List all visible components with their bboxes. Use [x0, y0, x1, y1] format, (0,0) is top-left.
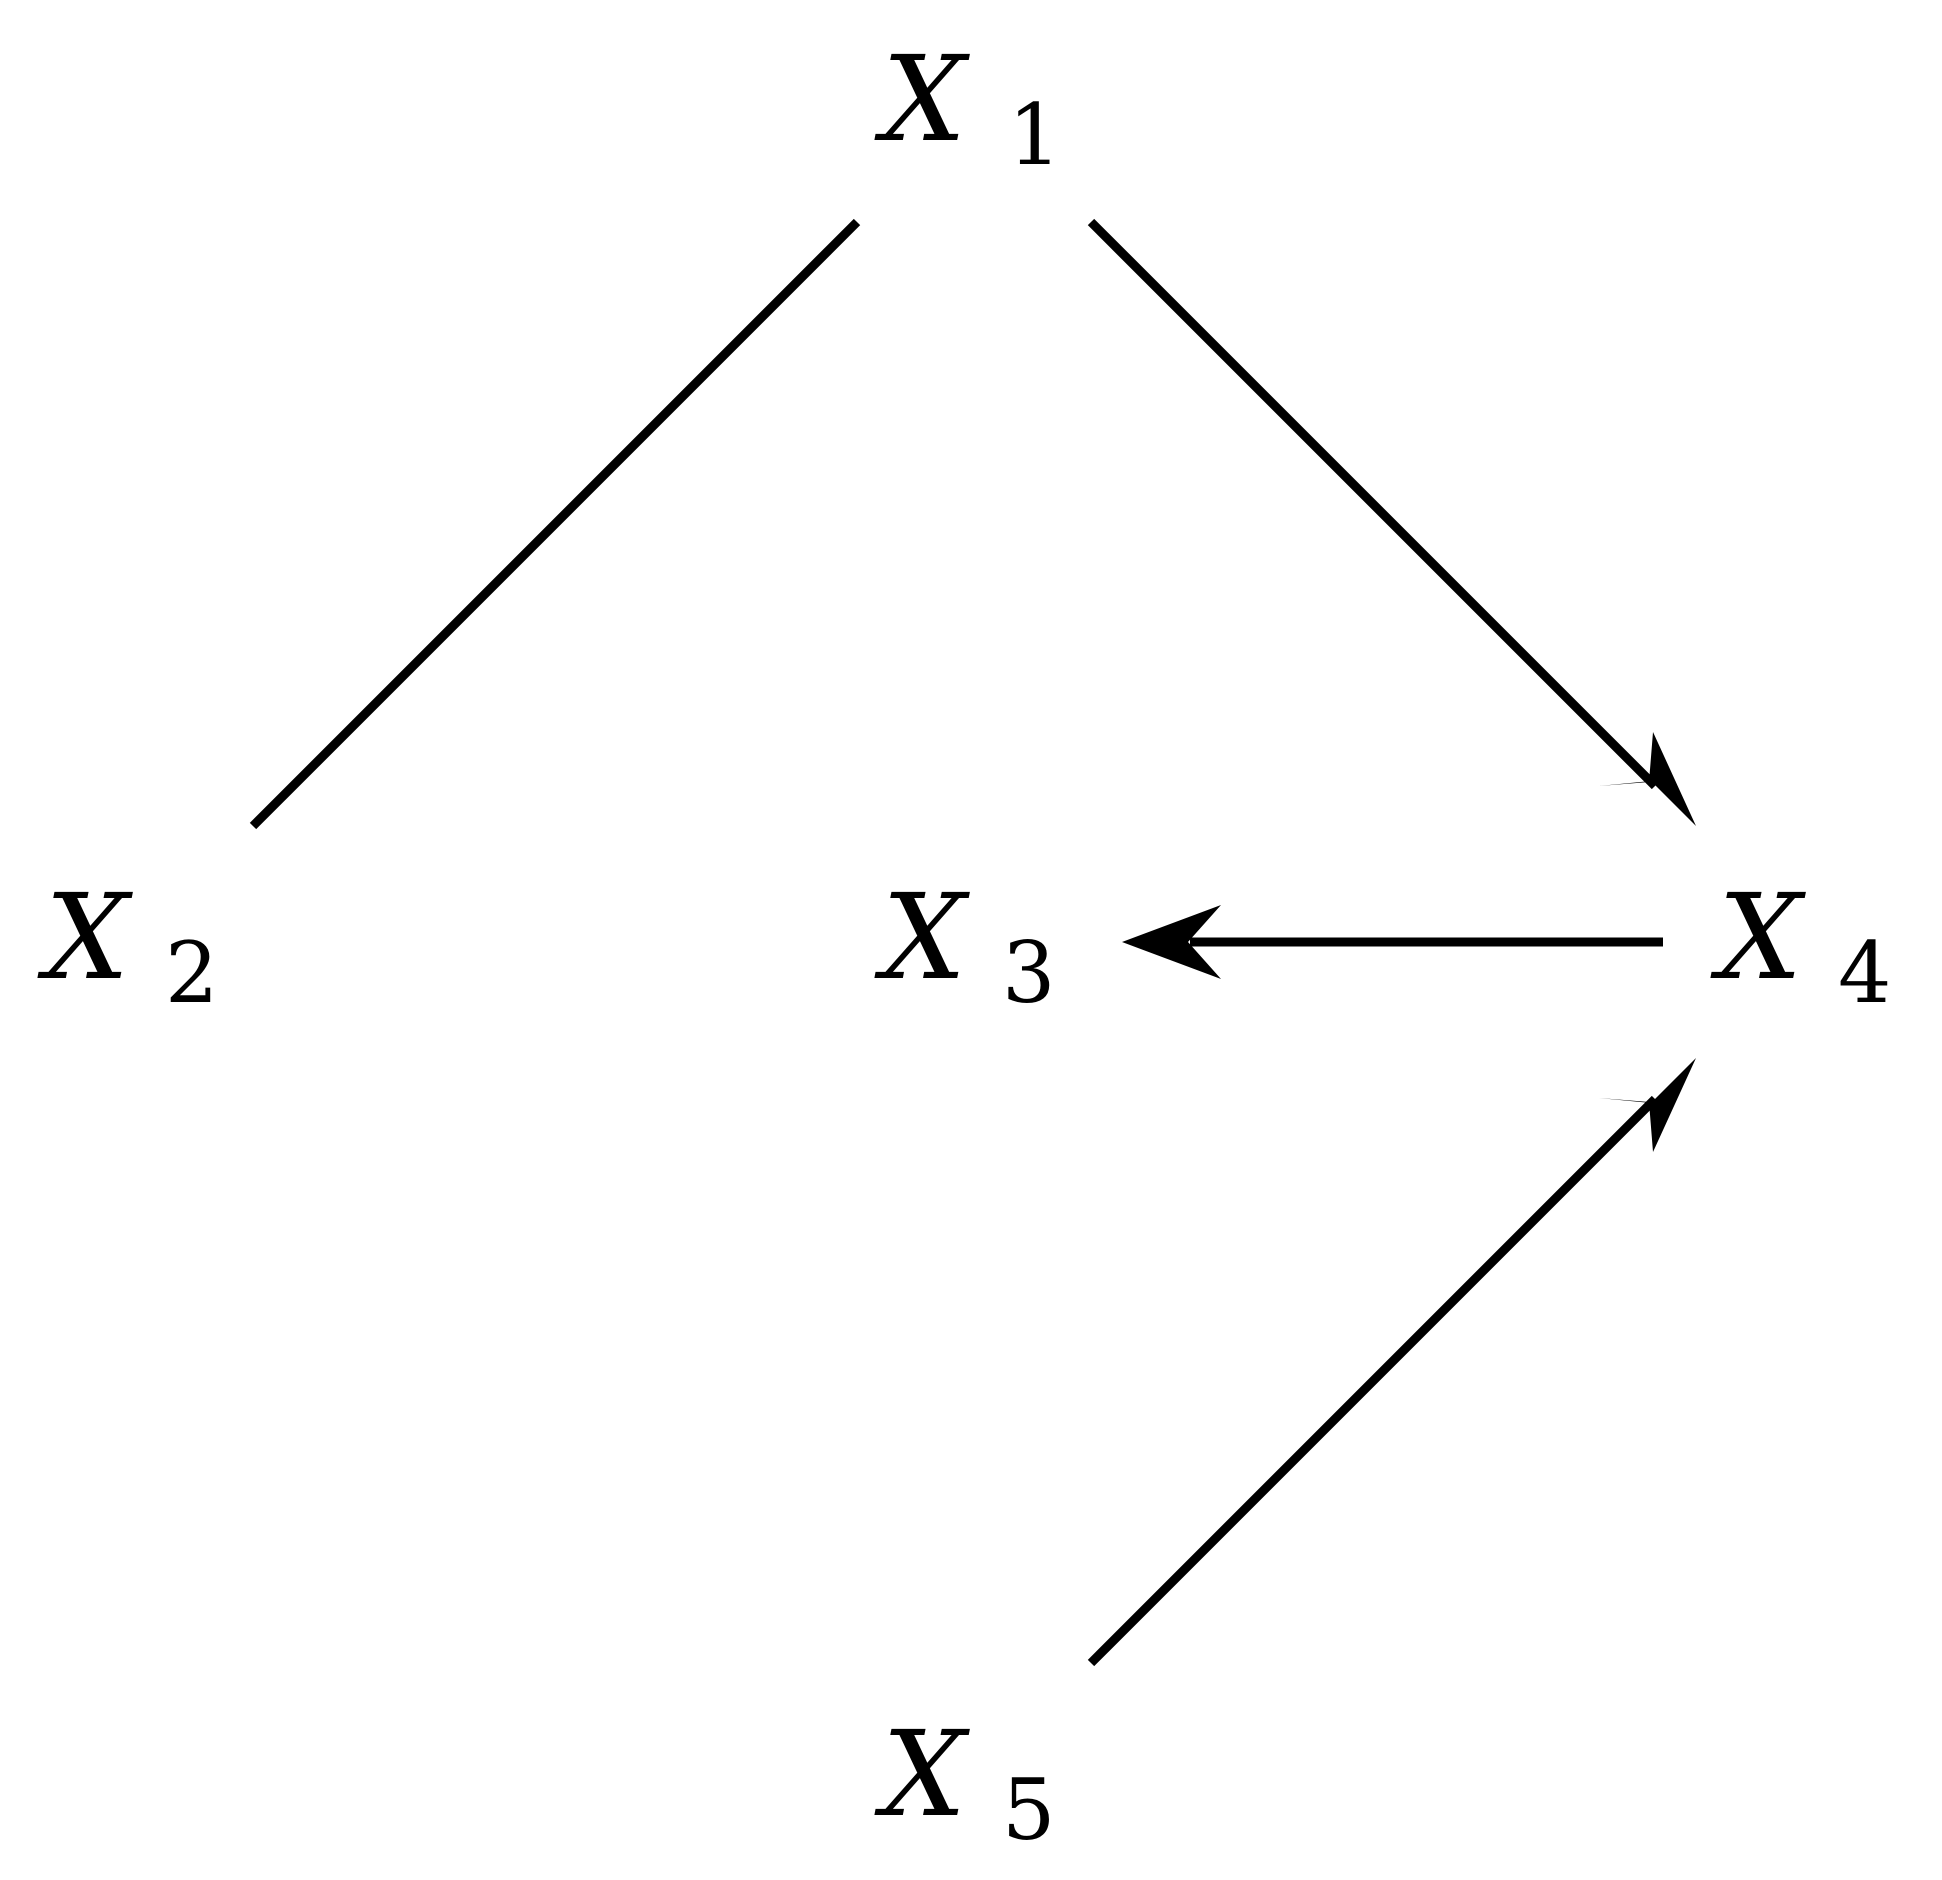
node-x5: X 5 [874, 1705, 1055, 1859]
node-x4: X 4 [1710, 868, 1891, 1022]
edge-x4-x3 [1122, 905, 1663, 979]
node-x3: X 3 [874, 868, 1055, 1022]
edge-x5-x4 [1087, 1058, 1696, 1667]
node-x1-subscript: 1 [1008, 86, 1061, 184]
arrowhead-x3-from-x4 [1122, 905, 1221, 979]
node-x2-letter: X [37, 868, 133, 1006]
node-x2: X 2 [37, 868, 218, 1022]
node-x5-letter: X [874, 1705, 970, 1843]
node-x3-letter: X [874, 868, 970, 1006]
edge-x1-x2 [249, 218, 861, 830]
edge-x1-x4 [1087, 218, 1696, 826]
node-x3-subscript: 3 [1002, 924, 1055, 1022]
node-x1-letter: X [874, 30, 970, 168]
node-x4-letter: X [1710, 868, 1806, 1006]
node-x5-subscript: 5 [1002, 1761, 1055, 1859]
node-x2-subscript: 2 [165, 924, 218, 1022]
node-x1: X 1 [874, 30, 1061, 184]
node-x4-subscript: 4 [1838, 924, 1891, 1022]
